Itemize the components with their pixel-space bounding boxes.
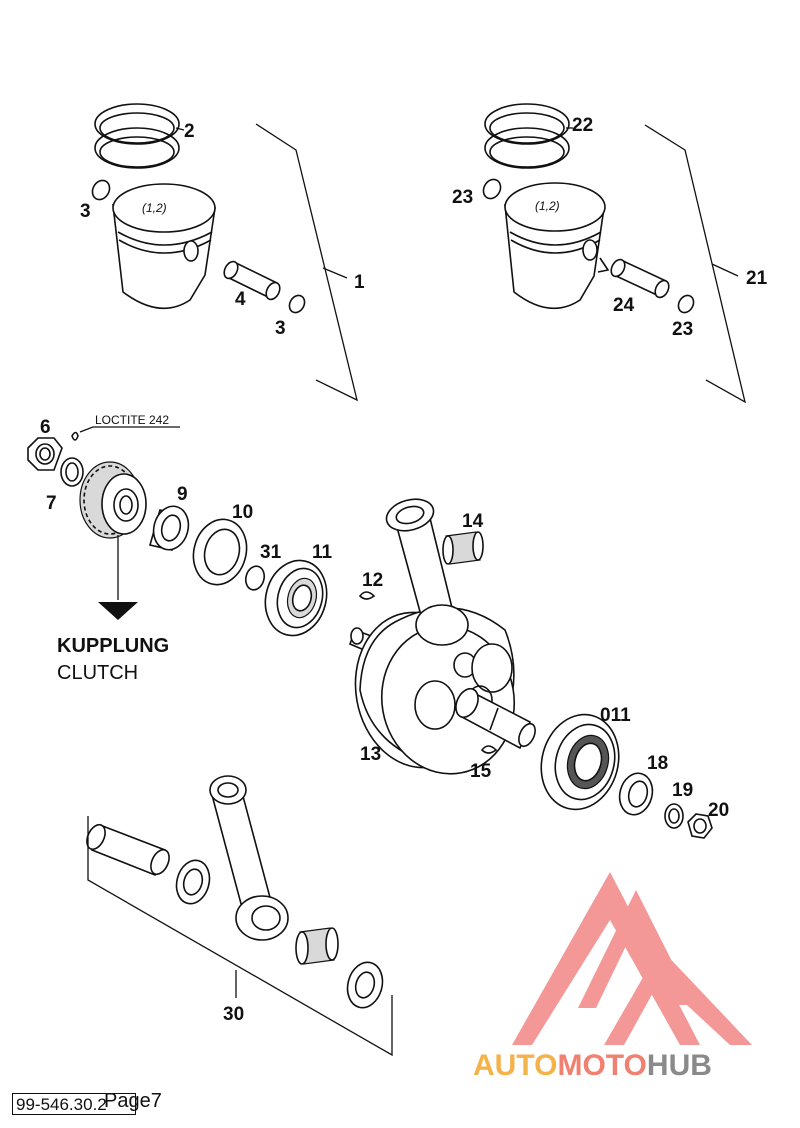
label-13: 13 (360, 744, 381, 765)
label-4: 4 (235, 289, 246, 310)
label-31: 31 (260, 542, 282, 563)
label-12: 12 (362, 570, 383, 591)
circlip-right-top (482, 178, 502, 200)
piston-marking-right: (1,2) (535, 199, 560, 213)
clutch-label-en: CLUTCH (57, 662, 138, 684)
label-20: 20 (708, 800, 729, 821)
oring-31 (244, 565, 266, 591)
thrust-washer-left (175, 859, 211, 905)
label-10: 10 (232, 502, 253, 523)
wrist-pin-left (223, 260, 281, 301)
primary-gear (79, 461, 147, 539)
needle-bearing-14 (442, 531, 484, 565)
clutch-arrow (98, 602, 138, 620)
brand-wordmark: AUTOMOTOHUB (473, 1049, 712, 1082)
seal-10 (192, 518, 248, 586)
label-2: 2 (184, 121, 195, 142)
primary-gear-group: LOCTITE 242 KUPPLUNG CLUTCH (27, 413, 333, 684)
label-30: 30 (223, 1004, 244, 1025)
bearing-11 (264, 559, 328, 637)
circlip-right-bottom (677, 294, 695, 314)
loctite-label: LOCTITE 242 (95, 413, 169, 427)
right-bearing-group: 011 18 19 20 (540, 705, 729, 839)
piston-assembly-right: (1,2) 22 23 24 23 21 (452, 103, 768, 404)
needle-bearing-big-end (295, 927, 339, 965)
key-12 (358, 591, 376, 600)
label-19: 19 (672, 780, 693, 801)
thrust-washer-right (346, 961, 384, 1009)
piston-rings-right (484, 103, 573, 169)
footer-code-box (12, 1093, 136, 1115)
label-21: 21 (746, 268, 768, 289)
bearing-011 (540, 713, 620, 811)
label-011: 011 (600, 705, 631, 726)
nut-20 (687, 813, 713, 839)
label-22: 22 (572, 115, 593, 136)
piston-rings-left (94, 103, 185, 169)
loctite-drop (71, 431, 79, 441)
brand-logo (512, 872, 752, 1045)
label-14: 14 (462, 511, 484, 532)
footer-page: Page7 (104, 1090, 162, 1112)
label-6: 6 (40, 417, 51, 438)
clutch-label-de: KUPPLUNG (57, 635, 169, 657)
label-15: 15 (470, 761, 492, 782)
crank-right-shaft (455, 687, 536, 750)
label-11: 11 (312, 542, 333, 563)
label-1: 1 (354, 272, 365, 293)
nut-6 (27, 437, 63, 471)
conrod-kit-30: 30 (86, 775, 393, 1057)
crankshaft-group: 12 14 13 15 (348, 498, 536, 782)
label-24: 24 (613, 295, 635, 316)
label-7: 7 (46, 493, 57, 514)
label-9: 9 (177, 484, 188, 505)
piston-assembly-left: (1,2) 2 3 4 3 1 (80, 103, 365, 402)
label-18: 18 (647, 753, 668, 774)
key-15 (480, 745, 498, 754)
circlip-left-bottom (288, 294, 306, 314)
label-23-top: 23 (452, 187, 473, 208)
brand-part-hub: HUB (647, 1049, 712, 1082)
piston-marking-left: (1,2) (142, 201, 167, 215)
circlip-left-top (91, 179, 111, 201)
crank-conrod (385, 498, 469, 646)
conrod (209, 775, 289, 941)
piston-left: (1,2) (112, 183, 216, 310)
brand-part-auto: AUTO (473, 1049, 557, 1082)
washer-7 (60, 457, 84, 487)
label-23-bottom: 23 (672, 319, 693, 340)
wrist-pin-right (610, 258, 670, 299)
spacer-9 (148, 505, 190, 551)
crank-pin (86, 823, 170, 877)
label-3-top: 3 (80, 201, 91, 222)
footer-code: 99-546.30.2 (16, 1095, 107, 1114)
brand-part-moto: MOTO (557, 1049, 646, 1082)
label-3-bottom: 3 (275, 318, 286, 339)
washer-19 (664, 803, 684, 829)
seal-18 (618, 772, 654, 816)
piston-right: (1,2) (504, 182, 610, 310)
